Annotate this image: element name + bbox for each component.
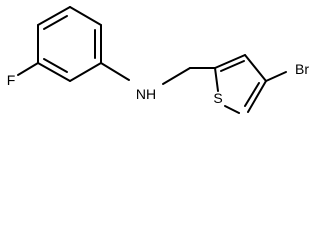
bromine-label: Br [295,61,309,77]
bond-ring-4 [37,62,71,82]
bond-thiophene-5 [214,67,219,92]
bond-thiophene-1 [214,54,246,69]
bond-c-f [17,62,39,76]
thiophene-ring [214,54,267,114]
fluorine-label: F [7,72,16,88]
bond-ring-1 [69,6,102,26]
bond-thiophene-3 [247,80,267,113]
molecule-diagram: F NH S Br [6,6,310,114]
double-bond-ring-b [43,58,68,73]
amine-label: NH [136,86,156,102]
bond-thiophene-4 [224,105,240,114]
bond-c-br [265,71,287,82]
bond-ring-nh [100,62,130,81]
bond-thiophene-2 [244,54,267,82]
sulfur-label: S [213,90,222,106]
benzene-ring [37,6,102,82]
bond-ring-6 [37,6,71,26]
bond-nh-ch2 [162,67,191,85]
bond-ring-3 [69,62,102,82]
double-bond-ring-c [43,15,68,30]
double-bond-thiophene-a [220,60,245,72]
structure-svg: F NH S Br [7,6,309,114]
double-bond-thiophene-b [244,82,260,107]
